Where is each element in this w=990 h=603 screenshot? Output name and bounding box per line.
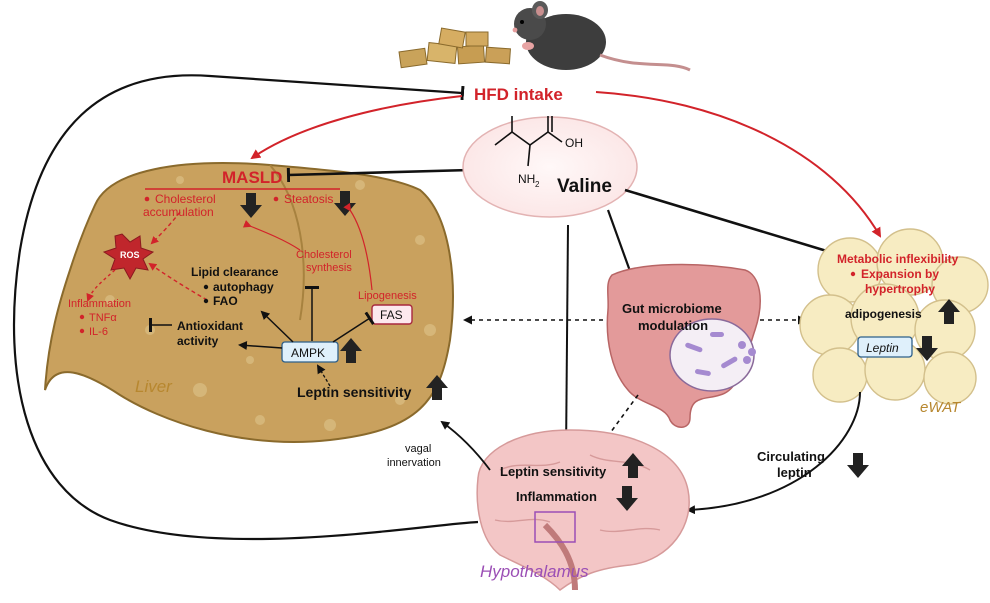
leptin-label: Leptin bbox=[866, 341, 899, 355]
valine-inhibits-masld-line bbox=[286, 167, 471, 183]
valine-inhibits-ewat-line bbox=[624, 188, 833, 259]
il6-label: IL-6 bbox=[89, 326, 108, 338]
steatosis-label: Steatosis bbox=[284, 192, 333, 206]
fao-to-ros-arrow bbox=[148, 262, 208, 301]
expansion-label-1: Expansion by bbox=[861, 267, 939, 281]
lipogenesis-label: Lipogenesis bbox=[358, 290, 417, 302]
cholesterol-to-ros-arrow bbox=[150, 211, 181, 245]
valine-nh2-label: NH bbox=[518, 172, 535, 186]
food-pellets-icon bbox=[398, 27, 511, 69]
inflammation-label: Inflammation bbox=[68, 298, 131, 310]
brain-leptin-sensitivity-label: Leptin sensitivity bbox=[500, 464, 607, 479]
bullet-dot bbox=[79, 328, 85, 334]
antioxidant-label-1: Antioxidant bbox=[177, 319, 243, 333]
valine-nh2-sub: 2 bbox=[535, 180, 540, 189]
valine-oh-label: OH bbox=[565, 136, 583, 150]
bullet-dot bbox=[850, 271, 856, 277]
antioxidant-label-2: activity bbox=[177, 334, 219, 348]
cholesterol-synthesis-1: Cholesterol bbox=[296, 249, 352, 261]
circulating-leptin-arrow bbox=[686, 391, 861, 515]
feedback-loop-line bbox=[12, 74, 479, 541]
leptin-box bbox=[857, 336, 913, 358]
hfd-to-ewat-arrow bbox=[595, 91, 882, 238]
bullet-dot bbox=[79, 314, 85, 320]
ros-burst-icon: ROS bbox=[102, 233, 155, 281]
liver-leptin-sensitivity-label: Leptin sensitivity bbox=[297, 384, 412, 400]
cholesterol-accumulation-2: accumulation bbox=[143, 205, 214, 219]
expansion-label-2: hypertrophy bbox=[865, 282, 935, 296]
gut-to-brain-arrow bbox=[603, 394, 639, 442]
bullet-dot bbox=[273, 196, 279, 202]
hfd-intake-label: HFD intake bbox=[474, 85, 563, 104]
cholesterol-synthesis-link bbox=[242, 220, 301, 251]
mouse-icon bbox=[512, 1, 691, 72]
down-arrow-icon bbox=[847, 453, 869, 478]
fas-label: FAS bbox=[380, 308, 403, 322]
metabolic-inflexibility-label: Metabolic inflexibility bbox=[837, 252, 959, 266]
ampk-to-lipid-clearance-arrow bbox=[260, 310, 294, 343]
cholesterol-synthesis-2: synthesis bbox=[306, 262, 352, 274]
valine-structure-icon bbox=[494, 116, 563, 167]
hfd-to-liver-arrow bbox=[250, 95, 463, 160]
fao-label: FAO bbox=[213, 294, 238, 308]
liver-organ: Liver bbox=[44, 162, 454, 443]
circulating-label-1: Circulating bbox=[757, 449, 825, 464]
valine-to-brain-arrow bbox=[561, 224, 571, 457]
gut-label-1: Gut microbiome bbox=[622, 301, 722, 316]
autophagy-label: autophagy bbox=[213, 280, 274, 294]
vagal-innervation-arrow bbox=[440, 420, 491, 471]
bullet-dot bbox=[144, 196, 150, 202]
ampk-to-antioxidant-arrow bbox=[238, 341, 283, 350]
vagal-label-2: innervation bbox=[387, 457, 441, 469]
cholesterol-accumulation-1: Cholesterol bbox=[155, 192, 216, 206]
adipogenesis-label: adipogenesis bbox=[845, 307, 922, 321]
ampk-inhibits-fas bbox=[332, 311, 375, 343]
valine-bubble bbox=[462, 116, 638, 218]
liver-label: Liver bbox=[135, 377, 173, 396]
ampk-label: AMPK bbox=[291, 346, 325, 360]
hypothalamus-label: Hypothalamus bbox=[480, 562, 589, 581]
ros-label: ROS bbox=[120, 250, 140, 260]
valine-name: Valine bbox=[557, 176, 612, 197]
ampk-box bbox=[281, 341, 339, 363]
tnfa-label: TNFα bbox=[89, 312, 117, 324]
masld-title: MASLD bbox=[222, 168, 282, 187]
leptin-to-ampk-arrow bbox=[316, 364, 331, 387]
brain-inflammation-label: Inflammation bbox=[516, 489, 597, 504]
lipogenesis-to-steatosis-arrow bbox=[343, 202, 373, 291]
lipid-clearance-label: Lipid clearance bbox=[191, 265, 279, 279]
ros-to-inflammation-arrow bbox=[86, 269, 116, 302]
ewat-label: eWAT bbox=[920, 399, 962, 416]
bullet-dot bbox=[203, 284, 209, 290]
vagal-label-1: vagal bbox=[405, 443, 431, 455]
circulating-label-2: leptin bbox=[777, 465, 812, 480]
gut-label-2: modulation bbox=[638, 318, 708, 333]
bullet-dot bbox=[203, 298, 209, 304]
gut-organ bbox=[606, 263, 761, 428]
hypothalamus-box bbox=[534, 511, 576, 543]
